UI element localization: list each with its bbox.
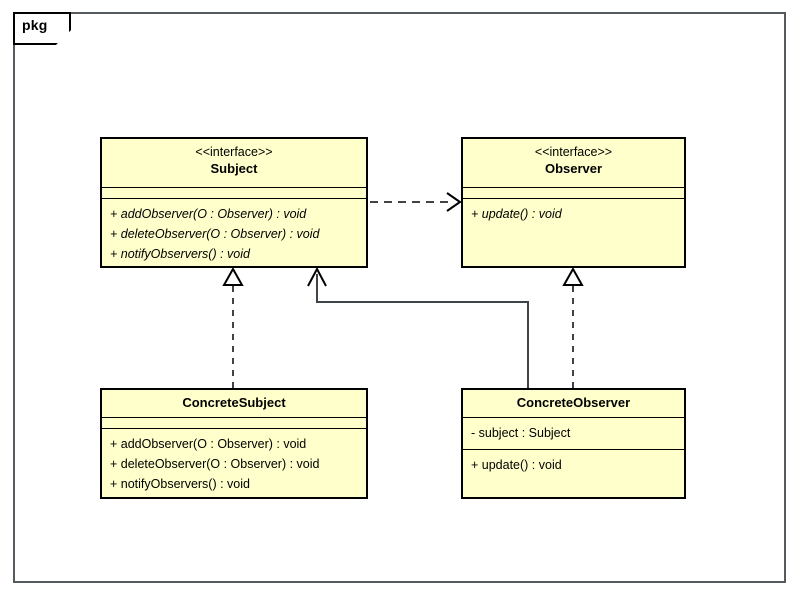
package-frame-top-edge xyxy=(70,12,786,14)
stereotype-subject: <<interface>> xyxy=(195,145,273,159)
methods-compartment-concretesubject: + addObserver(O : Observer) : void + del… xyxy=(102,428,366,500)
package-name-tab xyxy=(13,12,71,45)
method-item: + update() : void xyxy=(471,207,562,221)
method-item: + addObserver(O : Observer) : void xyxy=(110,437,307,451)
attributes-compartment-concretesubject xyxy=(102,418,366,428)
class-name-observer: Observer xyxy=(544,161,603,176)
class-box-observer[interactable]: <<interface>> Observer + update() : void xyxy=(461,137,686,268)
class-header-subject: <<interface>> Subject xyxy=(102,139,366,188)
attributes-compartment-concreteobserver: - subject : Subject xyxy=(463,418,684,449)
stereotype-observer: <<interface>> xyxy=(534,145,613,159)
methods-compartment-subject: + addObserver(O : Observer) : void + del… xyxy=(102,198,366,270)
class-box-concretesubject[interactable]: ConcreteSubject + addObserver(O : Observ… xyxy=(100,388,368,499)
class-name-subject: Subject xyxy=(210,161,258,176)
attributes-compartment-observer xyxy=(463,188,684,198)
attributes-compartment-subject xyxy=(102,188,366,198)
method-item: + update() : void xyxy=(471,458,562,472)
methods-compartment-observer: + update() : void xyxy=(463,198,684,230)
method-item: + addObserver(O : Observer) : void xyxy=(110,207,307,221)
package-frame xyxy=(13,12,786,583)
class-name-concretesubject: ConcreteSubject xyxy=(182,395,286,410)
class-box-concreteobserver[interactable]: ConcreteObserver - subject : Subject + u… xyxy=(461,388,686,499)
class-header-concreteobserver: ConcreteObserver xyxy=(463,390,684,418)
method-item: + deleteObserver(O : Observer) : void xyxy=(110,457,320,471)
package-name-label: pkg xyxy=(22,17,48,33)
attribute-item: - subject : Subject xyxy=(471,426,571,440)
methods-compartment-concreteobserver: + update() : void xyxy=(463,449,684,481)
class-header-concretesubject: ConcreteSubject xyxy=(102,390,366,418)
class-header-observer: <<interface>> Observer xyxy=(463,139,684,188)
method-item: + notifyObservers() : void xyxy=(110,247,250,261)
class-name-concreteobserver: ConcreteObserver xyxy=(516,395,631,410)
method-item: + deleteObserver(O : Observer) : void xyxy=(110,227,320,241)
method-item: + notifyObservers() : void xyxy=(110,477,250,491)
class-box-subject[interactable]: <<interface>> Subject + addObserver(O : … xyxy=(100,137,368,268)
